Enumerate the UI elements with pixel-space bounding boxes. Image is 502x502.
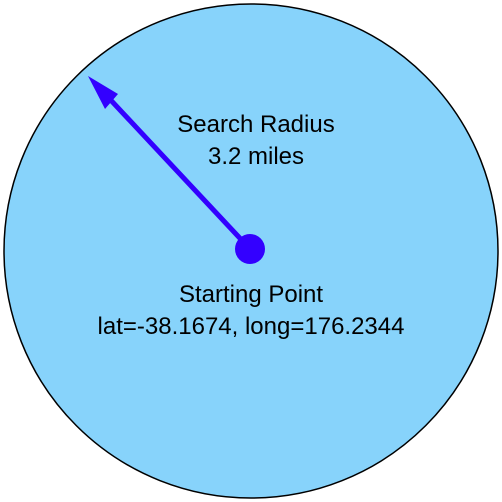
search-radius-value: 3.2 miles [207, 143, 305, 170]
radius-arrow-head [88, 76, 118, 109]
starting-point-marker [235, 234, 265, 264]
search-radius-title: Search Radius [177, 111, 335, 138]
starting-point-coordinates: lat=-38.1674, long=176.2344 [97, 313, 405, 340]
starting-point-title: Starting Point [178, 281, 324, 308]
radius-arrow-shaft [104, 93, 252, 251]
